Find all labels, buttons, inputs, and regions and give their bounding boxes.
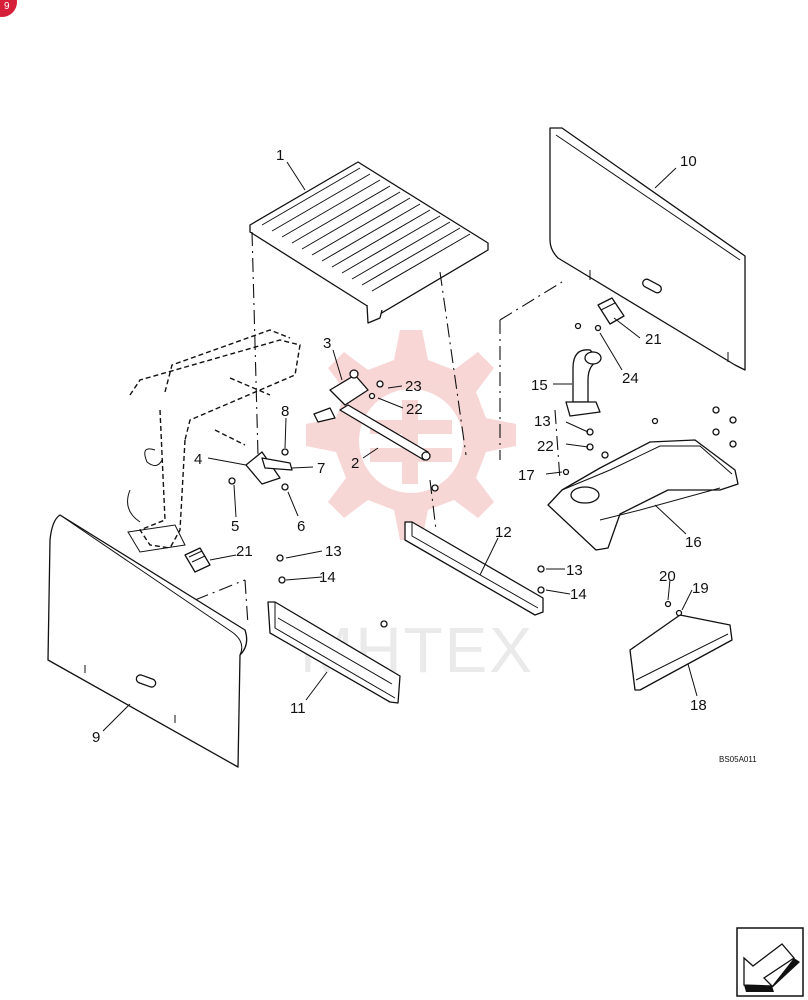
callout-14-b: 14 bbox=[570, 586, 587, 603]
callout-18: 18 bbox=[690, 697, 707, 714]
callout-20: 20 bbox=[659, 568, 676, 585]
callout-21-a: 21 bbox=[236, 543, 253, 560]
panel-part-10 bbox=[549, 127, 746, 371]
callout-22-b: 22 bbox=[537, 438, 554, 455]
machine-frame bbox=[127, 329, 301, 553]
callout-15: 15 bbox=[531, 377, 548, 394]
callout-2: 2 bbox=[351, 455, 359, 472]
corner-badge-text: 9 bbox=[4, 1, 10, 12]
callout-19: 19 bbox=[692, 580, 709, 597]
callout-10: 10 bbox=[680, 153, 697, 170]
callout-1: 1 bbox=[276, 147, 284, 164]
callout-leaders bbox=[102, 161, 698, 732]
callout-14-a: 14 bbox=[319, 569, 336, 586]
callout-12: 12 bbox=[495, 524, 512, 541]
callout-8: 8 bbox=[281, 403, 289, 420]
bracket-part-11 bbox=[267, 601, 401, 704]
cover-part-18 bbox=[629, 614, 733, 691]
callout-22-a: 22 bbox=[406, 401, 423, 418]
bracket-part-4 bbox=[228, 448, 293, 491]
rod-part-2 bbox=[339, 404, 431, 461]
block-part-21-right bbox=[597, 297, 625, 325]
callout-13-b: 13 bbox=[325, 543, 342, 560]
callout-17: 17 bbox=[518, 467, 535, 484]
callout-21-b: 21 bbox=[645, 331, 662, 348]
hardware-fasteners bbox=[276, 406, 737, 628]
panel-part-9 bbox=[47, 514, 248, 768]
callout-16: 16 bbox=[685, 534, 702, 551]
callout-9: 9 bbox=[92, 729, 100, 746]
figure-code: BS05A011 bbox=[719, 755, 757, 764]
arrow-icon bbox=[743, 943, 795, 987]
grille-part-1 bbox=[249, 161, 489, 324]
callout-5: 5 bbox=[231, 518, 239, 535]
callout-labels: 1 2 3 4 5 6 7 8 9 10 11 12 13 13 13 14 1… bbox=[92, 147, 757, 764]
callout-6: 6 bbox=[297, 518, 305, 535]
callout-23: 23 bbox=[405, 378, 422, 395]
arrow-icon-shadow bbox=[744, 958, 800, 992]
bracket-part-12 bbox=[404, 521, 544, 616]
callout-24: 24 bbox=[622, 370, 639, 387]
callout-11: 11 bbox=[290, 700, 306, 717]
nav-arrow-box[interactable] bbox=[736, 927, 804, 997]
callout-13-a: 13 bbox=[534, 413, 551, 430]
alignment-lines bbox=[194, 231, 563, 626]
tray-part-16 bbox=[547, 439, 739, 551]
corner-badge: 9 bbox=[0, 0, 17, 17]
callout-7: 7 bbox=[317, 460, 325, 477]
pipe-part-15 bbox=[565, 322, 602, 417]
callout-4: 4 bbox=[194, 451, 202, 468]
callout-3: 3 bbox=[323, 335, 331, 352]
callout-13-c: 13 bbox=[566, 562, 583, 579]
bracket-part-3 bbox=[313, 369, 384, 423]
block-part-21-left bbox=[184, 547, 211, 573]
